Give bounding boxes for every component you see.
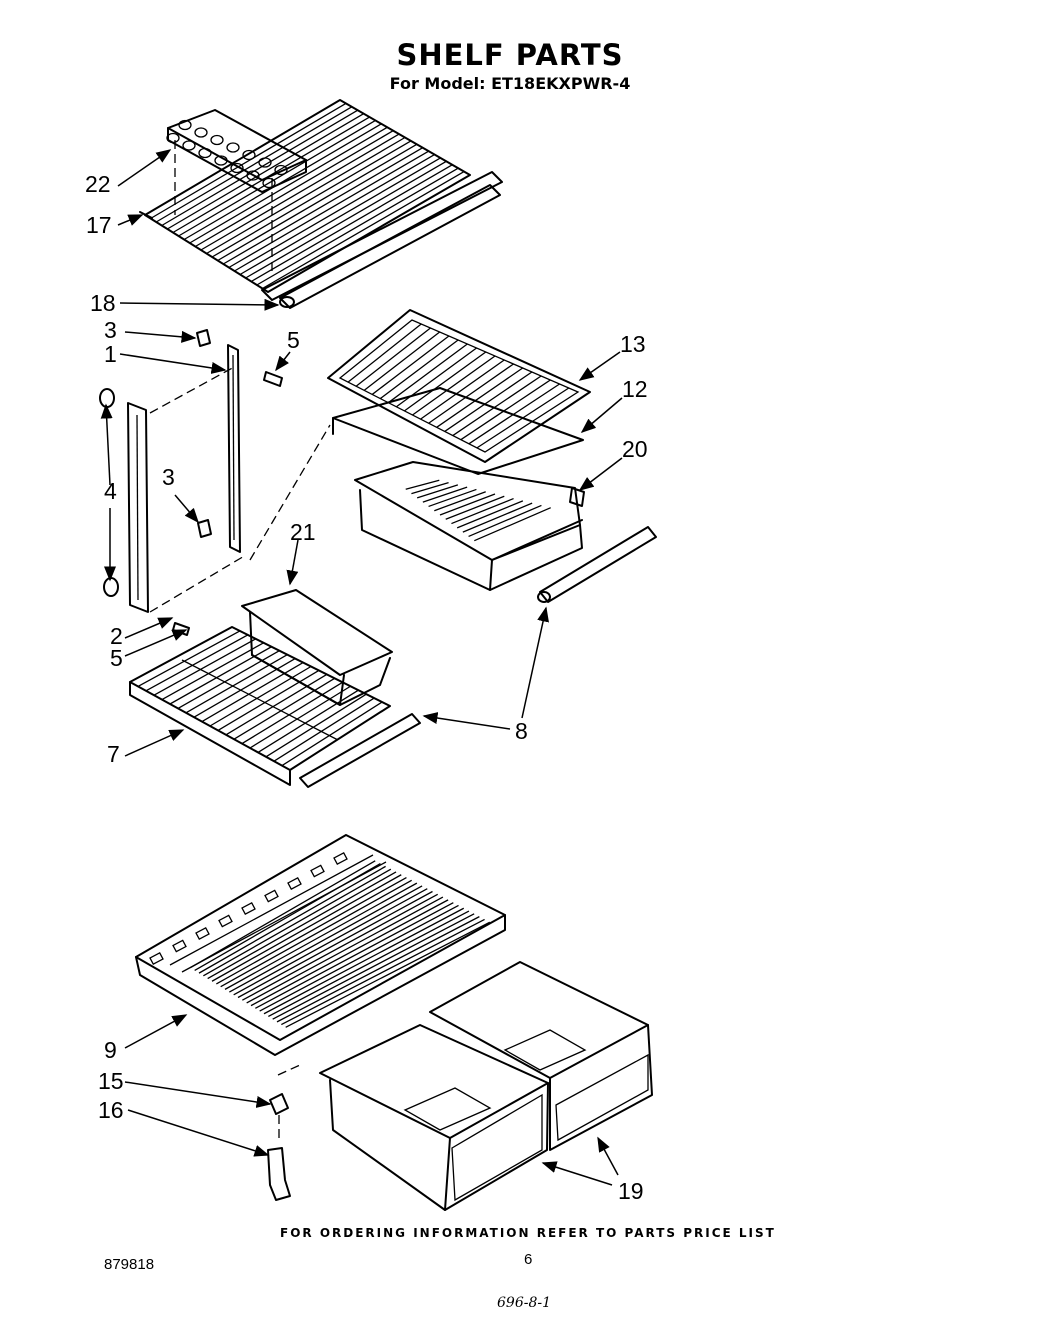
crisper-drawer-left: [319, 1024, 549, 1211]
callout-18: 18: [90, 290, 116, 316]
callout-15: 15: [98, 1068, 124, 1094]
shelf-ladder-left: [127, 402, 149, 613]
callout-3-upper: 3: [104, 317, 117, 343]
glass-shelf-13: [327, 309, 591, 463]
leader-lines: [100, 149, 623, 1186]
shelf-trim-8-right: [537, 526, 657, 603]
handwritten-note: 696-8-1: [497, 1295, 551, 1311]
shelf-ladder-right: [227, 344, 241, 553]
callout-20: 20: [622, 436, 648, 462]
freezer-wire-shelf: [139, 99, 471, 293]
storage-bin-21: [241, 589, 393, 706]
callout-16: 16: [98, 1097, 124, 1123]
page-number: 6: [524, 1251, 533, 1268]
document-number: 879818: [104, 1256, 155, 1273]
crisper-cover-9: [135, 834, 506, 1056]
ice-cube-tray: [166, 109, 307, 193]
callout-3-lower: 3: [162, 464, 175, 490]
callout-22: 22: [85, 171, 111, 197]
callout-12: 12: [622, 376, 648, 402]
callout-13: 13: [620, 331, 646, 357]
callout-1: 1: [104, 341, 117, 367]
callout-17: 17: [86, 212, 112, 238]
page-title: SHELF PARTS: [396, 38, 624, 72]
callout-4: 4: [104, 478, 117, 504]
callout-8: 8: [515, 718, 528, 744]
callout-2: 2: [110, 623, 123, 649]
ordering-notice: FOR ORDERING INFORMATION REFER TO PARTS …: [280, 1226, 776, 1240]
shelf-frame-12: [332, 387, 584, 475]
cover-support-parts: [267, 1093, 291, 1201]
callout-19: 19: [618, 1178, 644, 1204]
crisper-drawer-right: [429, 961, 653, 1151]
callout-9: 9: [104, 1037, 117, 1063]
ladder-caps: [99, 329, 283, 636]
shelf-trim-18: [261, 171, 503, 309]
callout-5-upper: 5: [287, 327, 300, 353]
callout-5-lower: 5: [110, 645, 123, 671]
meat-pan-20: [354, 461, 585, 591]
model-subtitle: For Model: ET18EKXPWR-4: [389, 74, 631, 93]
shelf-trim-8-left: [299, 713, 421, 788]
callout-7: 7: [107, 741, 120, 767]
callout-labels: 22 17 18 3 1 5 13 12 20 4 3 21 2 5 7 8 9…: [85, 171, 648, 1204]
callout-21: 21: [290, 519, 316, 545]
